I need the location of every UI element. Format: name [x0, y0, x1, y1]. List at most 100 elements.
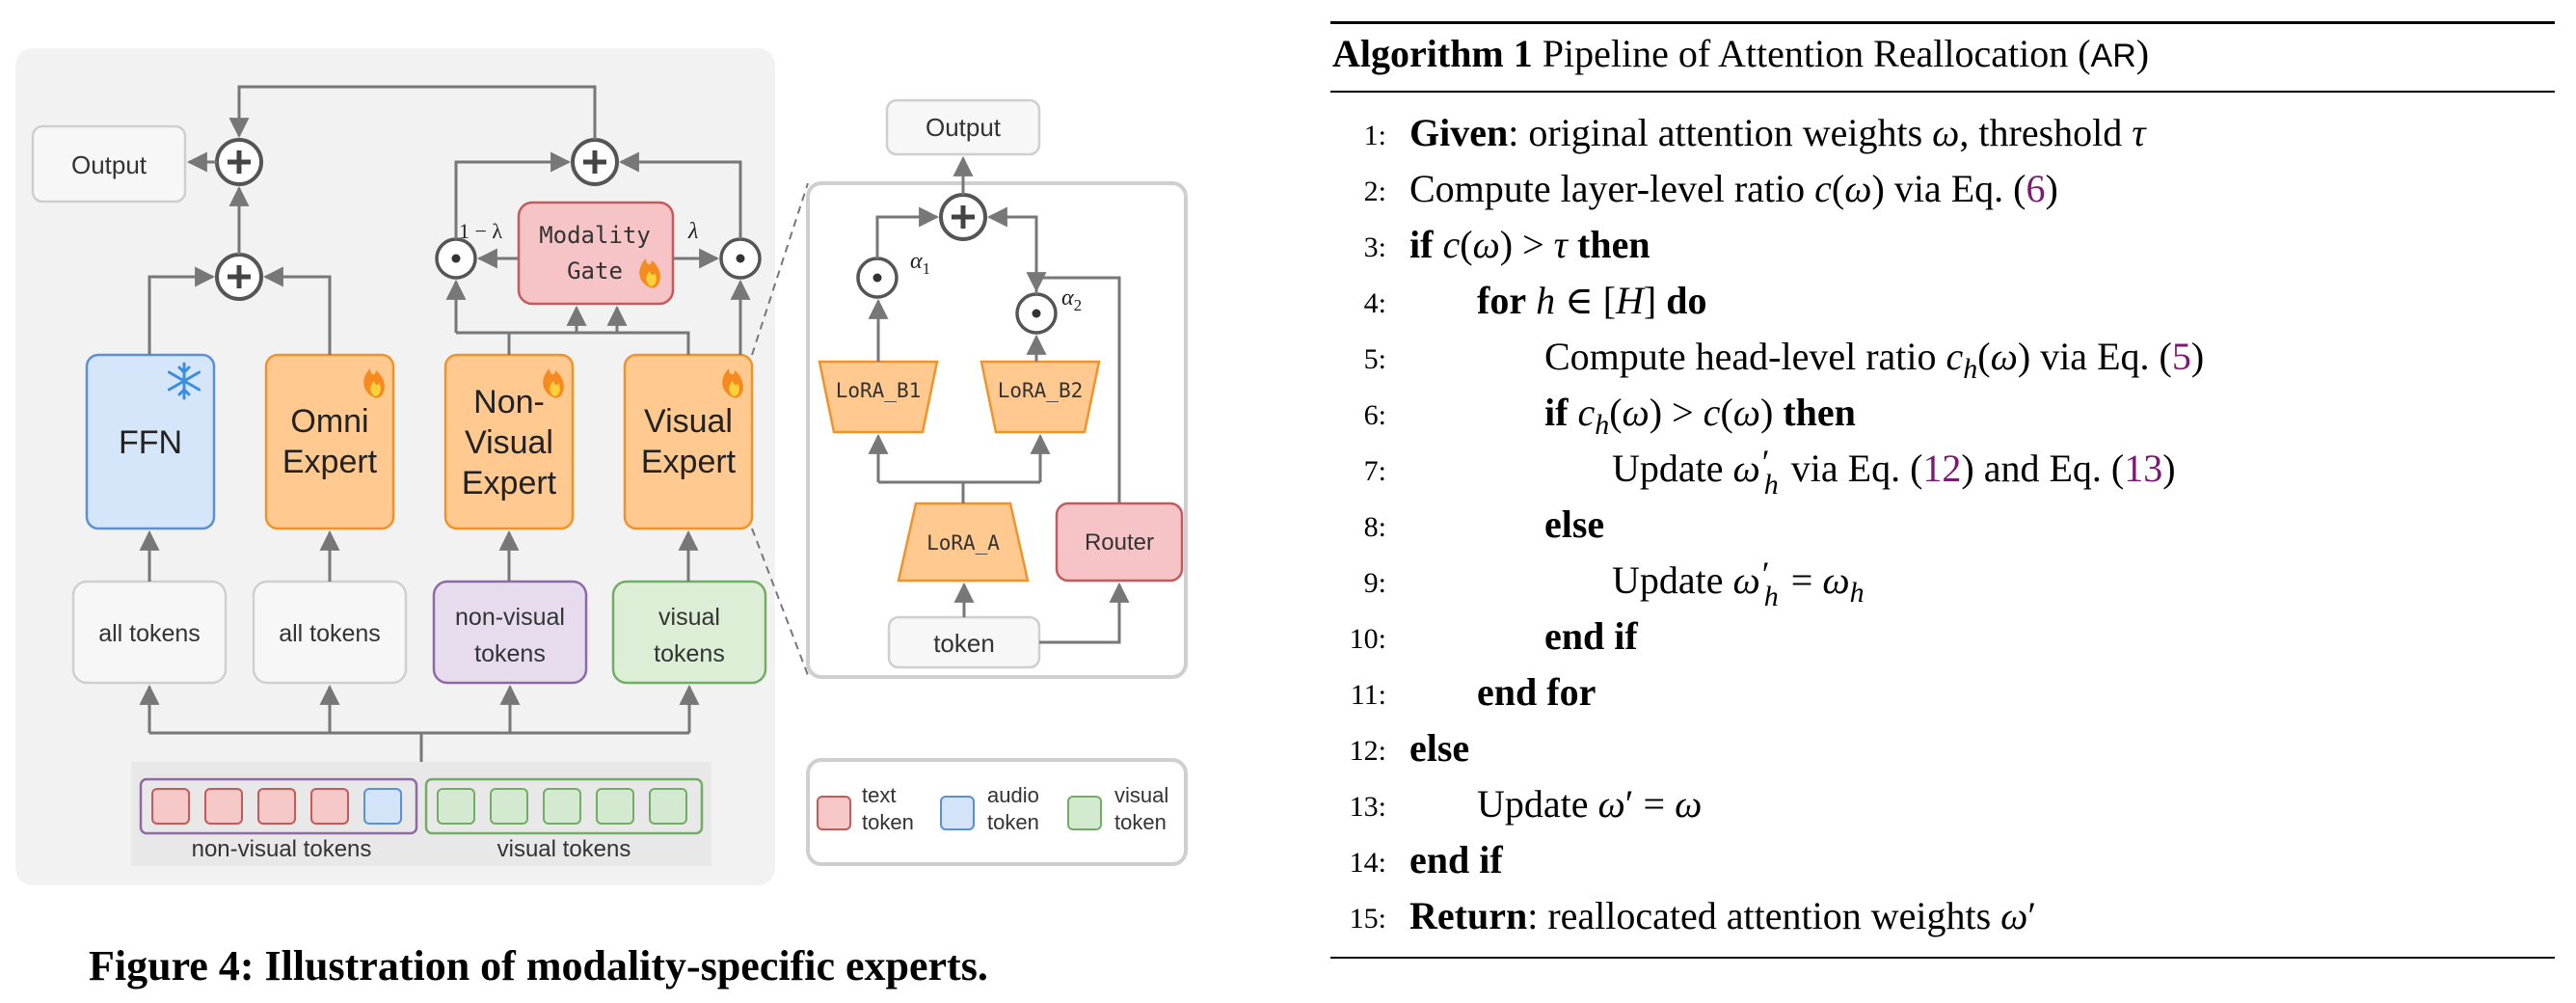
- svg-text:text: text: [862, 783, 896, 807]
- modality-gate-line1: Modality: [539, 222, 651, 249]
- plus-node-lora: [939, 193, 987, 241]
- line-number: 3:: [1363, 231, 1386, 263]
- dot-node-left: [435, 237, 477, 280]
- line-text: for h ∈ [H] do: [1477, 279, 1707, 322]
- algorithm-line: 7: Update ω′h via Eq. (12) and Eq. (13): [1330, 443, 2555, 502]
- visual-token-square: [490, 788, 528, 825]
- svg-text:token: token: [1114, 810, 1167, 834]
- text-token-square: [310, 788, 349, 825]
- lora-output-box: [885, 98, 1041, 156]
- svg-text:token: token: [862, 810, 914, 834]
- ffn-label: FFN: [119, 424, 182, 461]
- plus-node-top-left: [215, 138, 263, 186]
- left-connectors: [139, 85, 751, 762]
- dot-node-alpha2: [1015, 292, 1058, 335]
- algorithm-line: 12: else: [1330, 725, 2555, 781]
- algorithm-line: 10: end if: [1330, 613, 2555, 669]
- svg-text:visual: visual: [1114, 783, 1168, 807]
- algorithm-line: 9: Update ω′h = ωh: [1330, 555, 2555, 613]
- token-sequence: [151, 788, 687, 825]
- line-number: 13:: [1349, 791, 1386, 823]
- line-text: Compute head-level ratio ch(ω) via Eq. (…: [1544, 335, 2205, 385]
- line-text: Compute layer-level ratio c(ω) via Eq. (…: [1409, 167, 2058, 210]
- algorithm-line: 4:for h ∈ [H] do: [1330, 278, 2555, 334]
- line-text: Update ω′h via Eq. (12) and Eq. (13): [1612, 443, 2176, 501]
- visual-token-square: [543, 788, 581, 825]
- visual-token-square: [437, 788, 475, 825]
- legend-box: [806, 758, 1188, 866]
- zoom-line-top: [751, 182, 809, 356]
- line-number: 5:: [1363, 343, 1386, 375]
- algorithm-top-rule: [1330, 21, 2555, 24]
- line-text: else: [1409, 726, 1470, 770]
- alpha2-label: α2: [1061, 285, 1082, 314]
- line-text: Return: reallocated attention weights ω′: [1409, 894, 2037, 937]
- line-number: 9:: [1363, 567, 1386, 599]
- legend-audio-token: audio token: [940, 783, 1039, 834]
- line-number: 14:: [1349, 847, 1386, 879]
- lora-a-label: LoRA_A: [926, 531, 1000, 555]
- flame-icon: [543, 368, 564, 398]
- lora-a-block: [897, 502, 1030, 583]
- non-visual-expert-line3: Expert: [462, 465, 557, 502]
- line-text: Given: original attention weights ω, thr…: [1409, 111, 2146, 154]
- algorithm-title-rule: [1330, 91, 2555, 93]
- output-box: [31, 124, 187, 203]
- line-number: 7:: [1363, 455, 1386, 487]
- visual-expert-line2: Expert: [641, 444, 737, 480]
- non-visual-tokens-line1: non-visual: [455, 604, 565, 631]
- snowflake-icon: [167, 362, 201, 400]
- line-text: Update ω′ = ω: [1477, 782, 1703, 826]
- lora-connectors: [868, 155, 1130, 644]
- modality-gate-line2: Gate: [567, 258, 623, 285]
- output-label: Output: [71, 150, 148, 179]
- line-text: Update ω′h = ωh: [1612, 555, 1865, 612]
- visual-sequence-frame: [424, 777, 704, 835]
- lambda-label: λ: [687, 219, 698, 244]
- all-tokens-label-1: all tokens: [98, 620, 201, 647]
- algorithm-line: 14: end if: [1330, 837, 2555, 893]
- legend-visual-token: visual token: [1067, 783, 1168, 834]
- algorithm-line: 3: if c(ω) > τ then: [1330, 222, 2555, 278]
- line-text: if c(ω) > τ then: [1409, 223, 1650, 266]
- flame-icon: [363, 368, 385, 398]
- algorithm-line: 5: Compute head-level ratio ch(ω) via Eq.…: [1330, 334, 2555, 390]
- line-number: 12:: [1349, 735, 1386, 767]
- lora-b1-label: LoRA_B1: [836, 379, 922, 402]
- algorithm-title: Algorithm 1 Pipeline of Attention Reallo…: [1332, 32, 2150, 75]
- non-visual-expert-line1: Non-: [473, 384, 545, 420]
- all-tokens-label-2: all tokens: [279, 620, 381, 647]
- algorithm-line: 8:else: [1330, 502, 2555, 557]
- line-text: end if: [1409, 838, 1503, 881]
- text-token-square: [257, 788, 296, 825]
- omni-expert-line1: Omni: [290, 403, 368, 440]
- algorithm-line: 1: Given: original attention weights ω, t…: [1330, 110, 2555, 166]
- algorithm-line: 6:if ch(ω) > c(ω) then: [1330, 390, 2555, 446]
- non-visual-tokens-box: [432, 580, 588, 685]
- line-number: 10:: [1349, 623, 1386, 655]
- dot-node-alpha1: [856, 257, 899, 299]
- audio-token-square: [363, 788, 402, 825]
- line-text: end if: [1544, 614, 1638, 658]
- svg-text:audio: audio: [987, 783, 1039, 807]
- lora-b1-block: [818, 360, 939, 434]
- line-text: end for: [1477, 670, 1597, 714]
- expert-diagram: Output 1 − λ λ Modality Gate FFN Omni Ex…: [15, 48, 1188, 885]
- non-visual-tokens-line2: tokens: [474, 640, 546, 667]
- algorithm-line: 2:Compute layer-level ratio c(ω) via Eq.…: [1330, 166, 2555, 222]
- visual-token-square: [649, 788, 687, 825]
- line-number: 8:: [1363, 511, 1386, 543]
- plus-node-lower-left: [215, 253, 263, 301]
- lora-b2-label: LoRA_B2: [998, 379, 1084, 402]
- visual-tokens-line1: visual: [658, 604, 720, 631]
- visual-tokens-box: [611, 580, 767, 685]
- line-number: 1:: [1363, 120, 1386, 151]
- dot-node-right: [719, 237, 762, 280]
- omni-expert-line2: Expert: [282, 444, 378, 480]
- lora-token-label: token: [933, 629, 995, 658]
- svg-text:token: token: [987, 810, 1039, 834]
- one-minus-lambda-label: 1 − λ: [459, 219, 502, 243]
- line-number: 11:: [1350, 679, 1386, 711]
- non-visual-expert-line2: Visual: [465, 424, 553, 461]
- legend-text-token: text token: [817, 783, 914, 834]
